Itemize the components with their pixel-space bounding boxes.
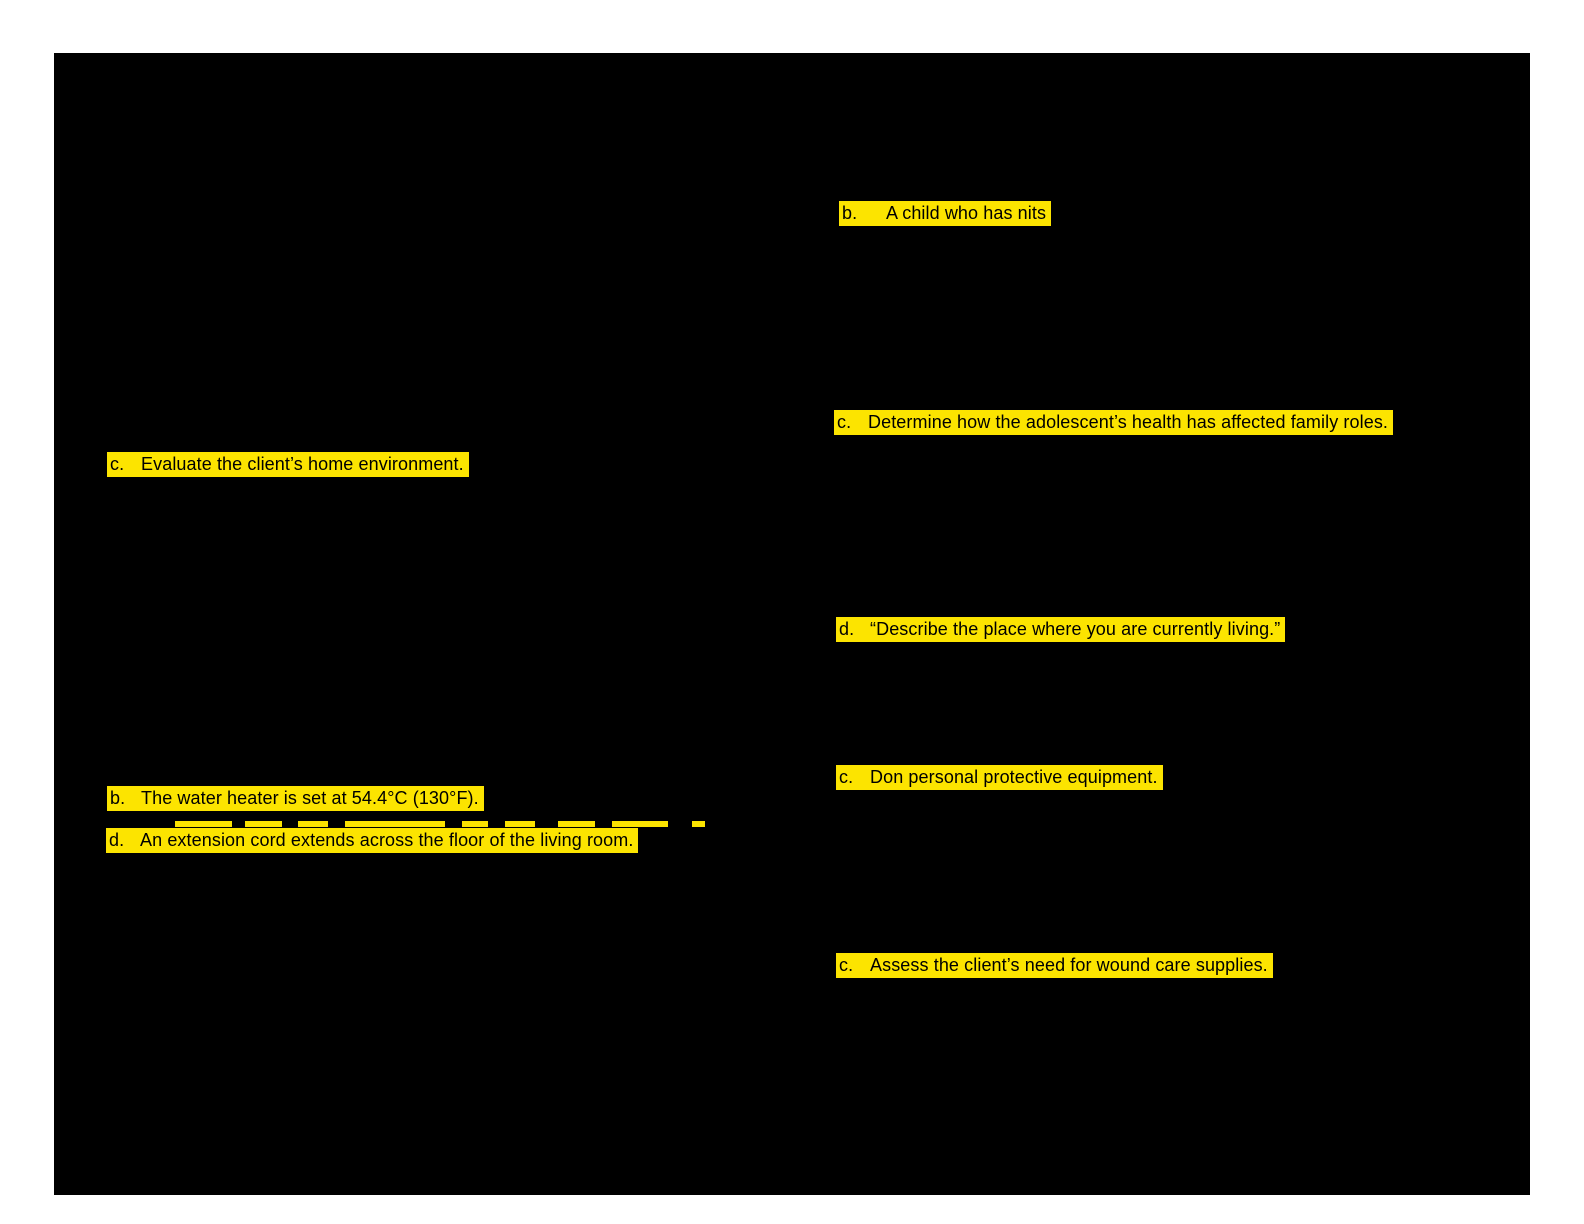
highlighted-answer: c. Assess the client’s need for wound ca… (836, 953, 1273, 978)
answer-text: “Describe the place where you are curren… (870, 619, 1281, 639)
highlight-fragment (462, 821, 488, 827)
answer-letter: c. (837, 412, 852, 432)
answer-text: An extension cord extends across the flo… (140, 830, 634, 850)
highlighted-answer: c. Determine how the adolescent’s health… (834, 410, 1394, 435)
answer-letter: b. (110, 788, 126, 808)
answer-text: Assess the client’s need for wound care … (870, 955, 1268, 975)
highlighted-answer: d. An extension cord extends across the … (106, 828, 639, 853)
highlight-fragment (345, 821, 445, 827)
highlight-fragment (612, 821, 668, 827)
highlight-fragment (692, 821, 705, 827)
answer-letter: d. (839, 619, 855, 639)
answer-text: Evaluate the client’s home environment. (141, 454, 464, 474)
answer-text: Don personal protective equipment. (870, 767, 1158, 787)
highlight-fragment (505, 821, 535, 827)
answer-text: Determine how the adolescent’s health ha… (868, 412, 1389, 432)
highlight-fragment (175, 821, 232, 827)
answer-letter: d. (109, 830, 125, 850)
highlighted-answer: b. A child who has nits (839, 201, 1052, 226)
highlighted-answer: c. Don personal protective equipment. (836, 765, 1163, 790)
highlight-fragment (298, 821, 328, 827)
answer-letter: b. (842, 203, 858, 223)
highlight-fragment (245, 821, 282, 827)
answer-letter: c. (839, 767, 854, 787)
highlighted-answer: c. Evaluate the client’s home environmen… (107, 452, 469, 477)
highlighted-answer: b. The water heater is set at 54.4°C (13… (107, 786, 484, 811)
document-page: b. A child who has nits c. Determine how… (54, 53, 1530, 1195)
highlighted-answer: d. “Describe the place where you are cur… (836, 617, 1286, 642)
answer-letter: c. (110, 454, 125, 474)
highlight-fragment (558, 821, 595, 827)
answer-text: The water heater is set at 54.4°C (130°F… (141, 788, 479, 808)
answer-letter: c. (839, 955, 854, 975)
answer-text: A child who has nits (886, 203, 1047, 223)
